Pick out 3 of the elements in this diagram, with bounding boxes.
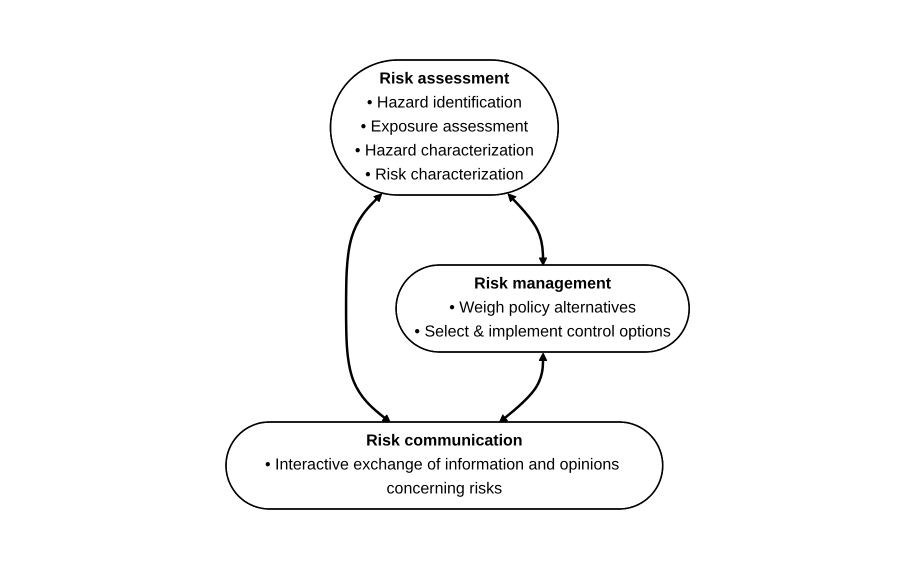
arrow (499, 352, 548, 422)
arrow (508, 192, 548, 266)
arrow (345, 192, 392, 422)
